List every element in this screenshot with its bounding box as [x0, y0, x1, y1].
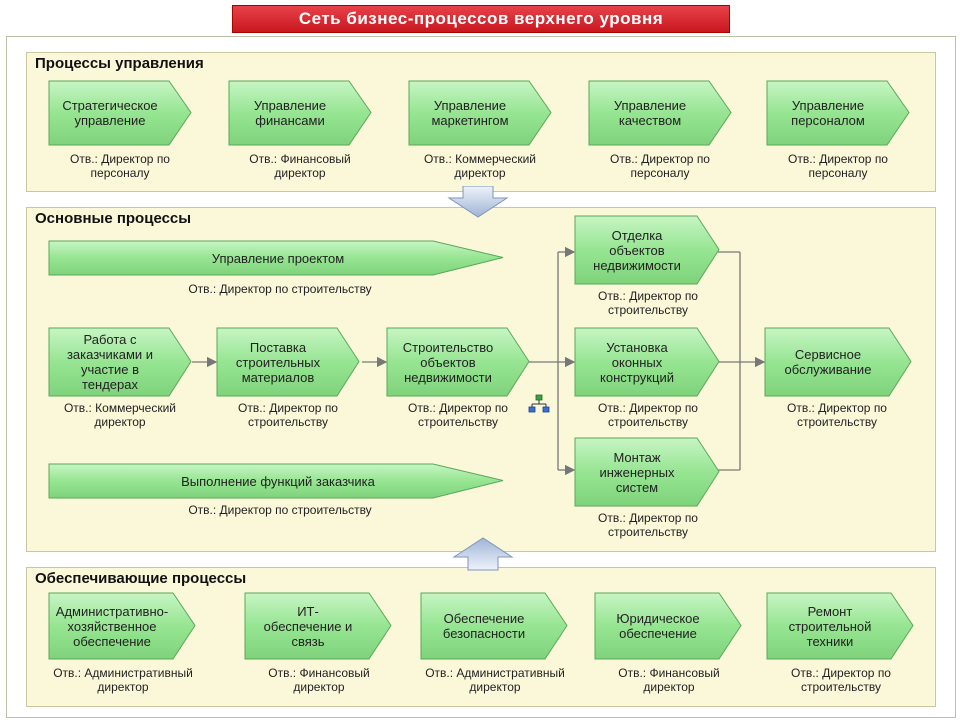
management-process-4[interactable]: Управление качеством: [588, 80, 732, 146]
process-owner: Отв.: Директор по строительству: [238, 401, 338, 429]
support-title: Обеспечивающие процессы: [35, 570, 247, 587]
process-owner: Отв.: Директор по строительству: [408, 401, 508, 429]
management-title: Процессы управления: [35, 55, 204, 72]
process-chevron-shape: [420, 592, 568, 660]
process-chevron-shape: [766, 80, 910, 146]
process-label: Управление качеством: [613, 98, 687, 128]
process-label: Установка оконных конструкций: [600, 339, 674, 385]
up-flow-arrow: [452, 537, 514, 571]
process-label: Обеспечение безопасности: [442, 611, 526, 641]
management-process-3[interactable]: Управление маркетингом: [408, 80, 552, 146]
process-chevron-shape: [386, 327, 530, 397]
process-owner: Отв.: Директор по строительству: [188, 503, 372, 517]
support-process-4[interactable]: Юридическое обеспечение: [594, 592, 742, 660]
process-label: Сервисное обслуживание: [784, 347, 872, 377]
process-chevron-shape: [766, 592, 914, 660]
org-structure-icon: [528, 394, 550, 413]
process-owner: Отв.: Финансовый директор: [268, 666, 370, 694]
core-chain-process-3[interactable]: Строительство объектов недвижимости: [386, 327, 530, 397]
core-branch-process-3[interactable]: Монтаж инженерных систем: [574, 437, 720, 507]
core-chain-process-1[interactable]: Работа с заказчиками и участие в тендера…: [48, 327, 192, 397]
process-owner: Отв.: Коммерческий директор: [63, 401, 177, 429]
process-label: ИТ- обеспечение и связь: [263, 603, 353, 649]
process-owner: Отв.: Директор по персоналу: [610, 152, 710, 180]
support-process-1[interactable]: Административно- хозяйственное обеспечен…: [48, 592, 196, 660]
process-label: Выполнение функций заказчика: [181, 473, 375, 489]
process-chevron-shape: [244, 592, 392, 660]
core-branch-process-2[interactable]: Установка оконных конструкций: [574, 327, 720, 397]
process-owner: Отв.: Административный директор: [53, 666, 193, 694]
process-label: Управление маркетингом: [431, 98, 509, 128]
process-label: Юридическое обеспечение: [616, 611, 700, 641]
process-owner: Отв.: Директор по строительству: [787, 401, 887, 429]
core-branch-process-1[interactable]: Отделка объектов недвижимости: [574, 215, 720, 285]
core-chain-process-2[interactable]: Поставка строительных материалов: [216, 327, 360, 397]
process-owner: Отв.: Финансовый директор: [618, 666, 720, 694]
process-owner: Отв.: Директор по строительству: [791, 666, 891, 694]
process-label: Стратегическое управление: [62, 98, 158, 128]
process-chevron-shape: [228, 80, 372, 146]
process-label: Управление проектом: [211, 250, 345, 266]
diagram-title: Сеть бизнес-процессов верхнего уровня: [232, 5, 730, 33]
service-process[interactable]: Сервисное обслуживание: [764, 327, 912, 397]
process-chevron-shape: [408, 80, 552, 146]
process-owner: Отв.: Директор по персоналу: [788, 152, 888, 180]
project-management-process[interactable]: Управление проектом: [48, 240, 504, 276]
support-process-5[interactable]: Ремонт строительной техники: [766, 592, 914, 660]
process-chevron-shape: [48, 592, 196, 660]
process-label: Поставка строительных материалов: [235, 339, 321, 385]
process-label: Отделка объектов недвижимости: [593, 227, 681, 273]
core-title: Основные процессы: [35, 210, 192, 227]
support-process-3[interactable]: Обеспечение безопасности: [420, 592, 568, 660]
process-label: Управление персоналом: [791, 98, 865, 128]
process-owner: Отв.: Административный директор: [425, 666, 565, 694]
process-owner: Отв.: Директор по строительству: [598, 401, 698, 429]
process-owner: Отв.: Коммерческий директор: [423, 152, 537, 180]
management-process-1[interactable]: Стратегическое управление: [48, 80, 192, 146]
process-chevron-shape: [574, 215, 720, 285]
title-bar: Сеть бизнес-процессов верхнего уровня: [0, 0, 960, 36]
process-chevron-shape: [48, 463, 504, 499]
support-process-2[interactable]: ИТ- обеспечение и связь: [244, 592, 392, 660]
process-chevron-shape: [594, 592, 742, 660]
customer-functions-process[interactable]: Выполнение функций заказчика: [48, 463, 504, 499]
process-chevron-shape: [574, 327, 720, 397]
process-label: Административно- хозяйственное обеспечен…: [55, 603, 169, 649]
management-process-5[interactable]: Управление персоналом: [766, 80, 910, 146]
process-chevron-shape: [48, 80, 192, 146]
process-label: Строительство объектов недвижимости: [402, 339, 494, 385]
process-owner: Отв.: Директор по персоналу: [70, 152, 170, 180]
process-chevron-shape: [48, 327, 192, 397]
process-chevron-shape: [764, 327, 912, 397]
process-chevron-shape: [48, 240, 504, 276]
process-label: Монтаж инженерных систем: [599, 449, 675, 495]
process-chevron-shape: [588, 80, 732, 146]
process-owner: Отв.: Директор по строительству: [188, 282, 372, 296]
process-label: Работа с заказчиками и участие в тендера…: [66, 332, 154, 392]
process-chevron-shape: [216, 327, 360, 397]
down-flow-arrow: [447, 186, 509, 218]
process-label: Ремонт строительной техники: [788, 603, 872, 649]
process-owner: Отв.: Финансовый директор: [249, 152, 351, 180]
management-process-2[interactable]: Управление финансами: [228, 80, 372, 146]
process-label: Управление финансами: [253, 98, 327, 128]
process-owner: Отв.: Директор по строительству: [598, 289, 698, 317]
process-chevron-shape: [574, 437, 720, 507]
process-owner: Отв.: Директор по строительству: [598, 511, 698, 539]
